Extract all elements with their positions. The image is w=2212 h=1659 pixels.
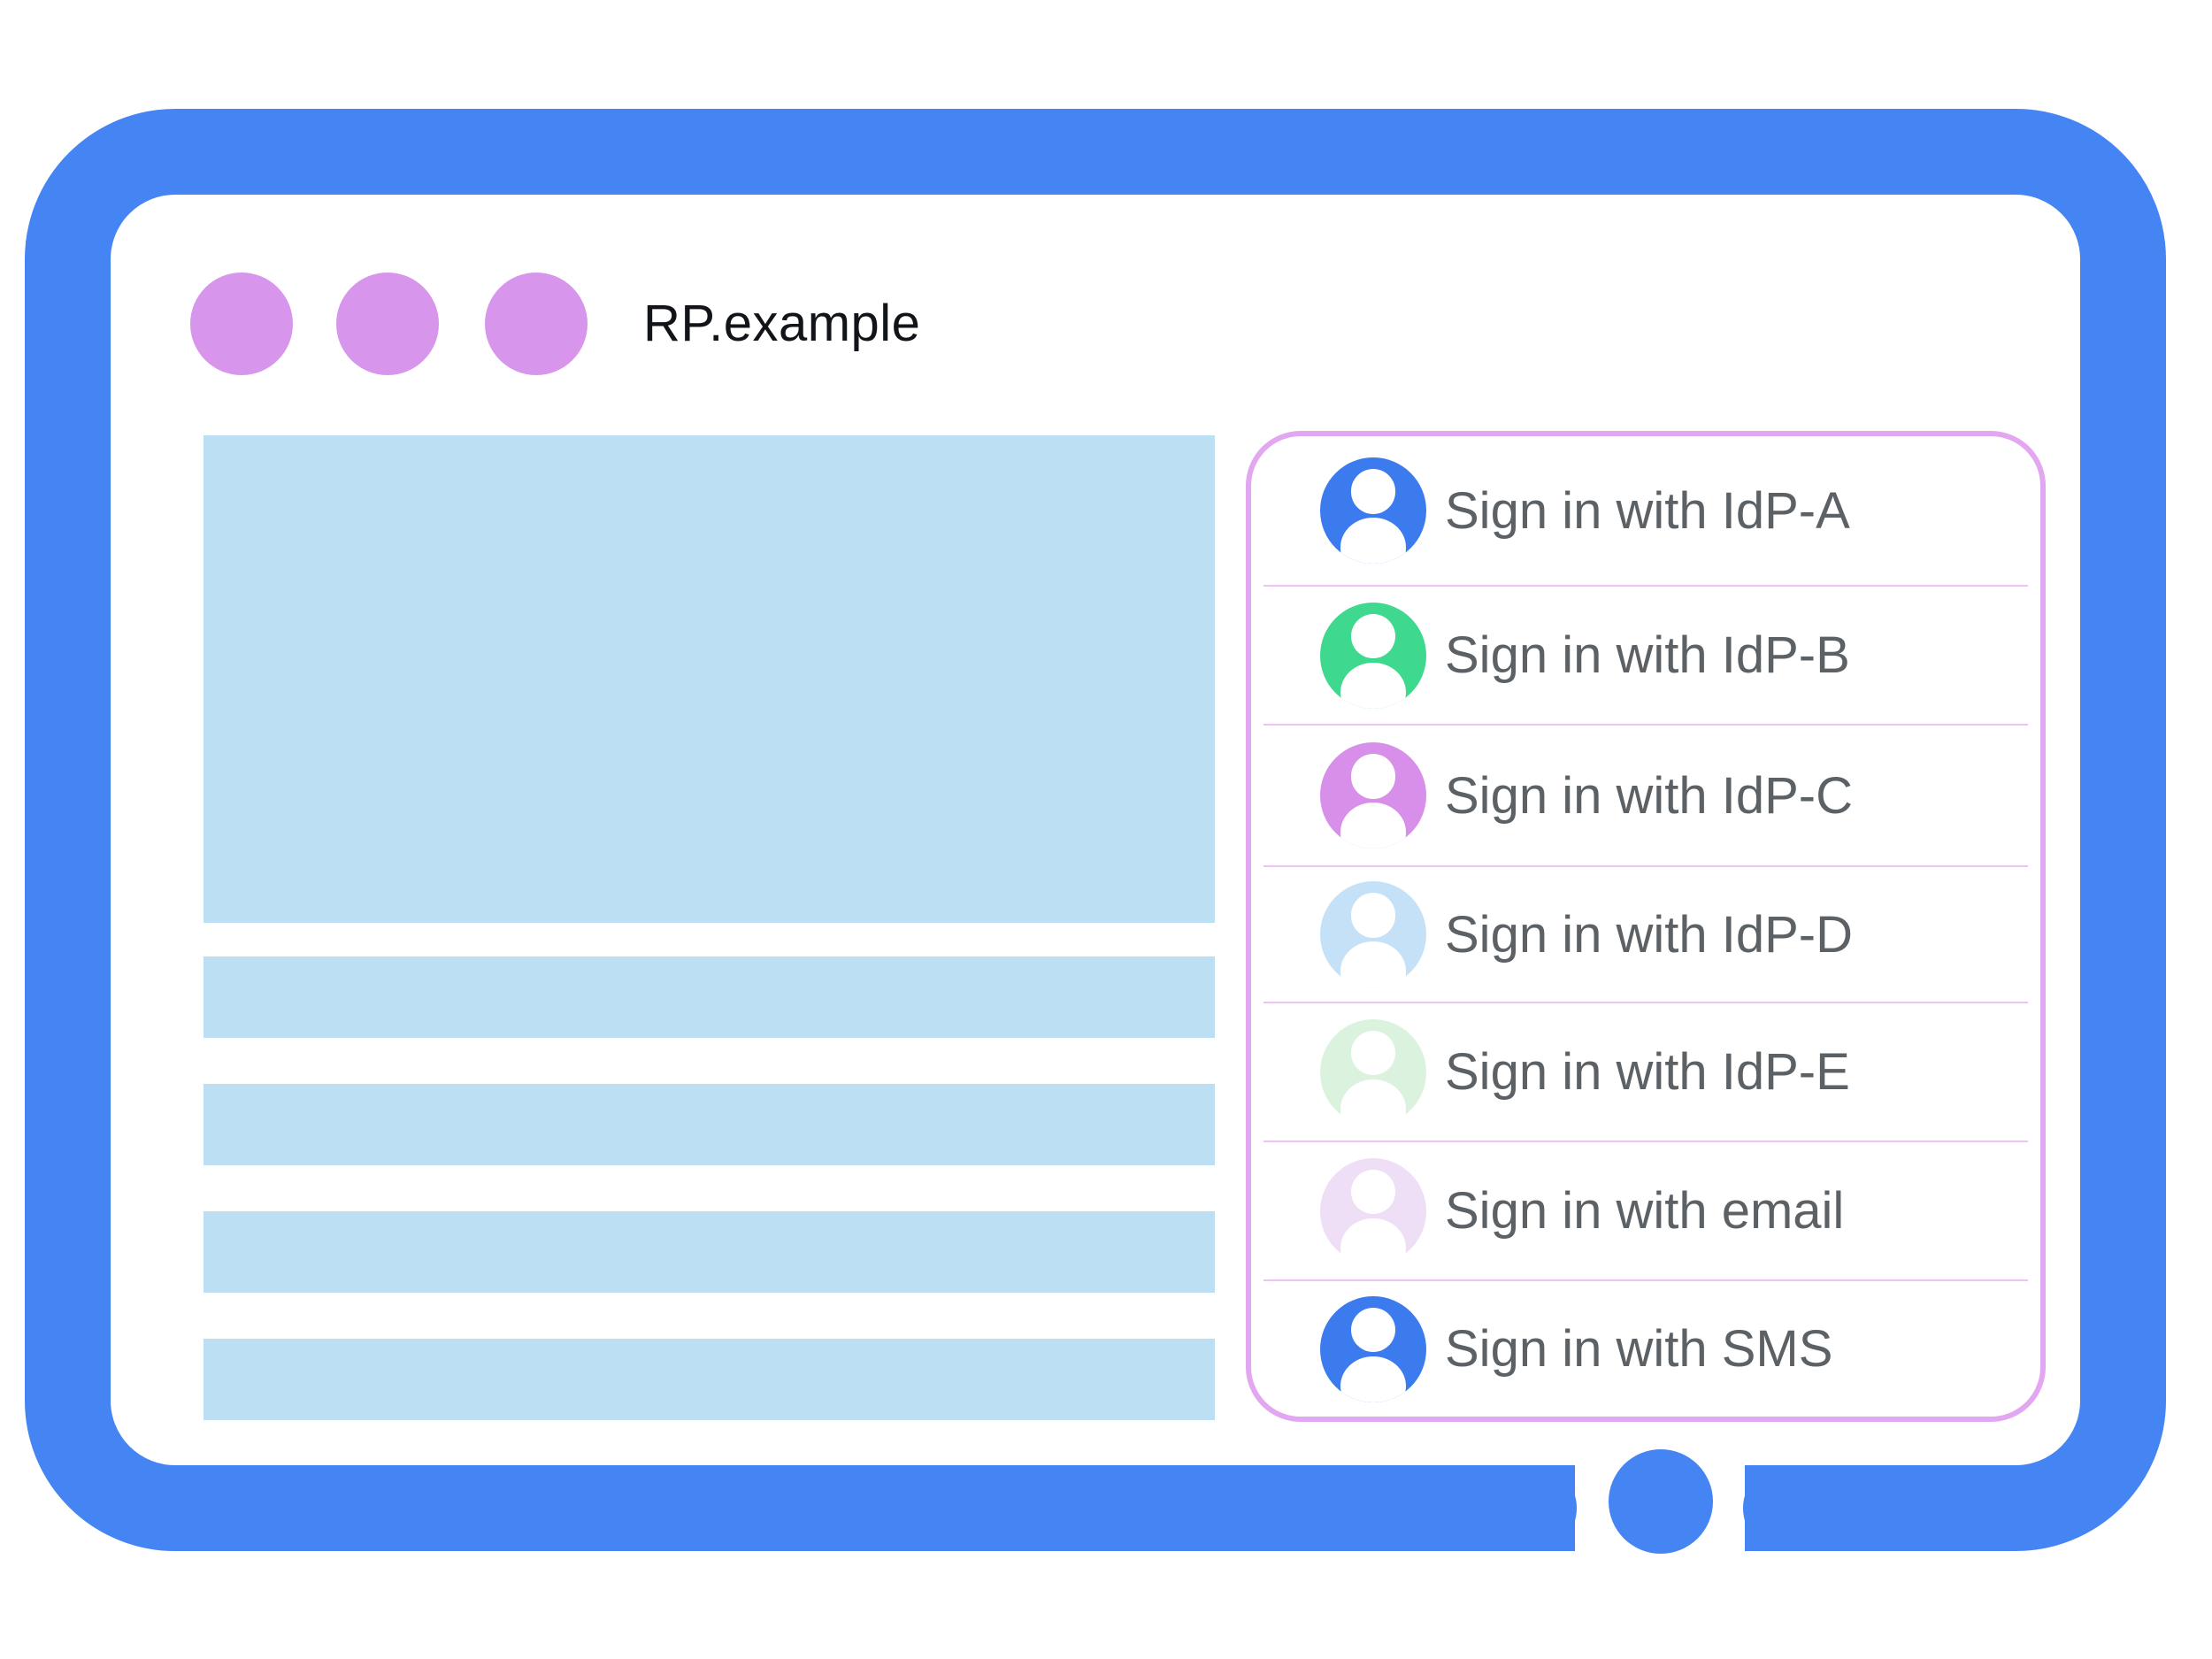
person-head — [1350, 754, 1396, 799]
row-divider — [1263, 1141, 2028, 1142]
frame-bottom-left-cap — [1492, 1465, 1577, 1551]
person-torso — [1340, 941, 1407, 987]
person-torso — [1340, 1217, 1407, 1264]
signin-option-idp-b[interactable]: Sign in with IdP-B — [1251, 587, 2040, 724]
person-torso — [1340, 662, 1407, 709]
signin-option-label: Sign in with IdP-E — [1445, 1043, 1850, 1101]
person-icon — [1320, 881, 1426, 987]
signin-option-idp-e[interactable]: Sign in with IdP-E — [1251, 1003, 2040, 1141]
signin-option-label: Sign in with IdP-D — [1445, 905, 1853, 964]
person-head — [1350, 1169, 1396, 1215]
signin-option-idp-a[interactable]: Sign in with IdP-A — [1251, 436, 2040, 585]
person-head — [1350, 893, 1396, 938]
person-icon — [1320, 1018, 1426, 1125]
person-head — [1350, 613, 1396, 659]
row-divider — [1263, 585, 2028, 587]
person-icon — [1320, 457, 1426, 564]
content-placeholder-line — [204, 1339, 1215, 1420]
signin-panel: Sign in with IdP-A Sign in with IdP-B Si… — [1246, 431, 2046, 1422]
signin-option-label: Sign in with IdP-B — [1445, 626, 1850, 684]
signin-option-idp-d[interactable]: Sign in with IdP-D — [1251, 867, 2040, 1002]
person-torso — [1340, 1079, 1407, 1125]
window-control-dot[interactable] — [190, 273, 293, 375]
person-head — [1350, 469, 1396, 514]
content-placeholder-line — [204, 1211, 1215, 1293]
person-head — [1350, 1030, 1396, 1076]
signin-option-label: Sign in with IdP-A — [1445, 481, 1850, 540]
window-control-dot[interactable] — [336, 273, 439, 375]
signin-option-idp-c[interactable]: Sign in with IdP-C — [1251, 726, 2040, 865]
home-button[interactable] — [1609, 1449, 1713, 1554]
person-torso — [1340, 803, 1407, 849]
window-title: RP.example — [643, 295, 921, 352]
person-icon — [1320, 742, 1426, 849]
row-divider — [1263, 1279, 2028, 1281]
row-divider — [1263, 724, 2028, 726]
person-head — [1350, 1307, 1396, 1353]
row-divider — [1263, 865, 2028, 867]
signin-option-label: Sign in with email — [1445, 1182, 1845, 1240]
person-icon — [1320, 1157, 1426, 1264]
signin-option-sms[interactable]: Sign in with SMS — [1251, 1281, 2040, 1417]
signin-option-label: Sign in with IdP-C — [1445, 766, 1853, 825]
window-control-dot[interactable] — [485, 273, 588, 375]
signin-option-email[interactable]: Sign in with email — [1251, 1142, 2040, 1279]
person-torso — [1340, 1356, 1407, 1402]
frame-bottom-right-cap — [1743, 1465, 1828, 1551]
content-placeholder-line — [204, 1084, 1215, 1165]
signin-option-label: Sign in with SMS — [1445, 1320, 1833, 1378]
content-placeholder-line — [204, 956, 1215, 1038]
person-icon — [1320, 602, 1426, 709]
person-icon — [1320, 1295, 1426, 1402]
content-placeholder-hero — [204, 435, 1215, 923]
person-torso — [1340, 518, 1407, 564]
row-divider — [1263, 1002, 2028, 1003]
